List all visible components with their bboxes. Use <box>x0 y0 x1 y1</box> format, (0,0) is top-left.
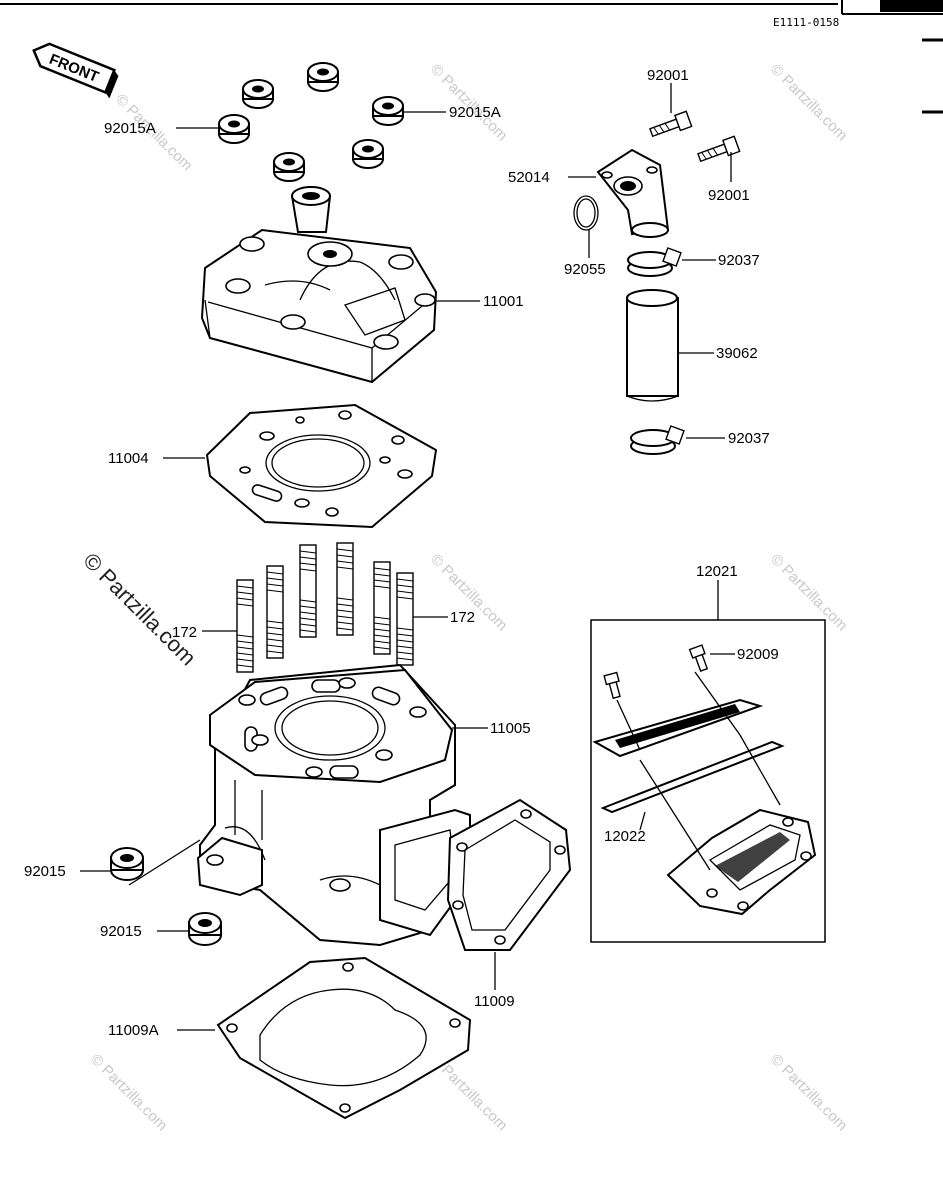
water-hose <box>626 289 679 402</box>
label-11004: 11004 <box>108 450 149 467</box>
label-92037-top: 92037 <box>718 252 760 269</box>
bolts-92001 <box>649 110 741 163</box>
label-92015-bottom: 92015 <box>100 923 142 940</box>
watermark: © Partzilla.com <box>87 1051 170 1134</box>
o-ring <box>573 195 599 231</box>
label-12022: 12022 <box>604 828 646 845</box>
label-172-right: 172 <box>450 609 475 626</box>
label-92037-bottom: 92037 <box>728 430 770 447</box>
label-39062: 39062 <box>716 345 758 362</box>
label-52014: 52014 <box>508 169 550 186</box>
label-11005: 11005 <box>490 720 531 737</box>
water-outlet-elbow <box>596 148 670 238</box>
base-gasket <box>216 956 472 1120</box>
label-172-left: 172 <box>172 624 197 641</box>
watermark: © Partzilla.com <box>767 1051 850 1134</box>
label-11009: 11009 <box>474 993 515 1010</box>
label-92001-top: 92001 <box>647 67 689 84</box>
label-92015A-right: 92015A <box>449 104 501 121</box>
label-92015-left: 92015 <box>24 863 66 880</box>
watermark: © Partzilla.com <box>427 61 510 144</box>
label-92009: 92009 <box>737 646 779 663</box>
label-92015A-left: 92015A <box>104 120 156 137</box>
label-11001: 11001 <box>483 293 524 310</box>
top-border <box>0 0 943 114</box>
label-92001-right: 92001 <box>708 187 750 204</box>
hose-clamp-bottom <box>630 425 685 455</box>
cylinder-head <box>200 186 438 384</box>
intake-gaskets <box>446 798 572 951</box>
diagram-code: E1111-0158 <box>773 16 839 29</box>
label-11009A: 11009A <box>108 1022 159 1039</box>
watermark: © Partzilla.com <box>767 61 850 144</box>
label-12021: 12021 <box>696 563 738 580</box>
cylinder <box>196 663 471 947</box>
label-92055: 92055 <box>564 261 606 278</box>
watermark-main: © Partzilla.com <box>78 548 201 671</box>
front-arrow-icon: FRONT <box>32 42 119 99</box>
cylinder-head-nuts <box>218 62 404 182</box>
cylinder-nuts <box>110 847 222 946</box>
reed-valve-assembly <box>590 580 826 943</box>
watermarks: © Partzilla.com © Partzilla.com © Partzi… <box>78 61 850 1134</box>
hose-clamp-top <box>627 247 682 277</box>
watermark: © Partzilla.com <box>767 551 850 634</box>
head-gasket <box>205 403 438 529</box>
cylinder-studs <box>236 542 414 673</box>
